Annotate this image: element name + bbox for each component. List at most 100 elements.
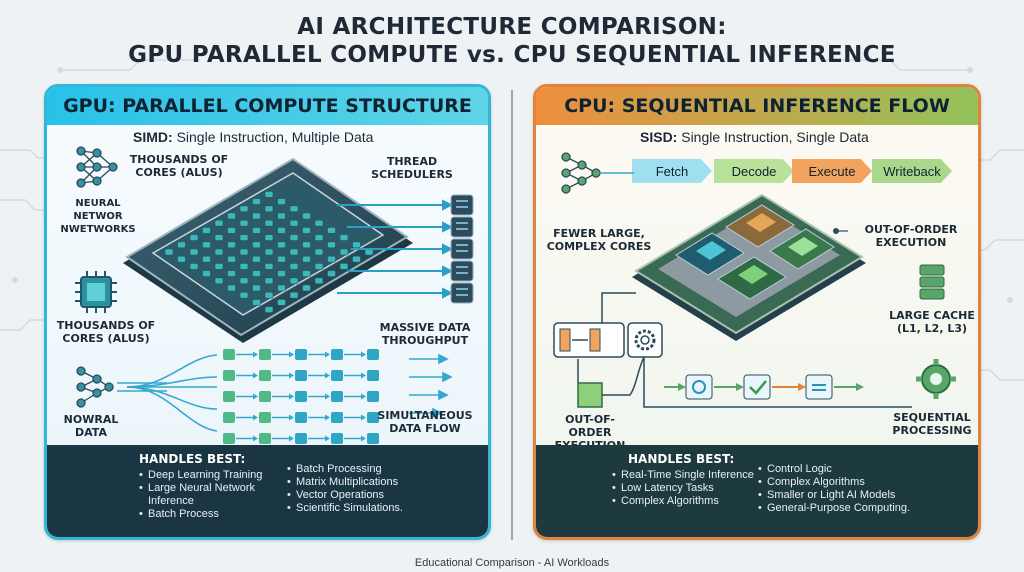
- gear-icon: [627, 322, 663, 358]
- gpu-core-cell: [289, 291, 299, 299]
- gpu-core-cell: [202, 241, 211, 249]
- gpu-core-cell: [302, 212, 311, 220]
- gpu-core-cell: [264, 277, 274, 285]
- gpu-core-cell: [277, 255, 286, 263]
- check-icon: [743, 374, 771, 400]
- data-block: [259, 391, 271, 402]
- data-block: [367, 349, 379, 360]
- gpu-core-cell: [214, 219, 224, 227]
- gpu-core-cell: [289, 219, 299, 227]
- gpu-core-cell: [264, 263, 274, 270]
- register-block: [553, 322, 625, 358]
- data-flow-arrowhead: [325, 393, 330, 400]
- gpu-core-cell: [189, 248, 199, 256]
- gpu-label-data: NOWRAL DATA: [63, 413, 119, 439]
- handles-best-item: Matrix Multiplications: [287, 476, 427, 489]
- data-flow-arrowhead: [253, 393, 258, 400]
- gpu-best-list-2: Batch ProcessingMatrix MultiplicationsVe…: [287, 463, 427, 515]
- data-block: [223, 433, 235, 444]
- gpu-label-throughput: MASSIVE DATA THROUGHPUT: [379, 321, 471, 347]
- gpu-core-cell: [227, 241, 236, 249]
- data-block: [223, 370, 235, 381]
- data-block: [367, 433, 379, 444]
- gpu-core-cell: [202, 270, 211, 277]
- pipeline-stage: Writeback: [872, 159, 952, 183]
- cpu-chip: [632, 193, 866, 341]
- gpu-core-cell: [239, 263, 249, 270]
- sequential-gear-icon: [916, 359, 956, 399]
- cpu-core-2: [725, 204, 795, 248]
- gpu-core-cell: [252, 212, 261, 220]
- gpu-simd-subtitle: SIMD: Single Instruction, Multiple Data: [133, 129, 374, 145]
- data-block-grid: [223, 349, 379, 444]
- gpu-core-cell: [302, 255, 311, 263]
- handles-best-item: Batch Processing: [287, 463, 427, 476]
- data-block: [367, 412, 379, 423]
- data-flow-arrowhead: [325, 414, 330, 421]
- gpu-label-simultaneous: SIMULTANEOUS DATA FLOW: [377, 409, 473, 435]
- gpu-core-cell: [314, 234, 324, 241]
- data-block: [259, 370, 271, 381]
- cpu-diagram: [550, 152, 972, 521]
- gpu-core-cell: [252, 299, 261, 306]
- data-flow-arrowhead: [253, 435, 258, 442]
- gpu-core-cell: [264, 248, 274, 256]
- thread-scheduler-icons: [450, 194, 474, 304]
- data-flow-arrowhead: [361, 414, 366, 421]
- gpu-core-cell: [302, 241, 311, 249]
- data-flow-arrowhead: [325, 372, 330, 379]
- gpu-core-cell: [352, 241, 361, 249]
- pipeline-stage: Decode: [714, 159, 794, 183]
- pipeline-stage: Fetch: [632, 159, 712, 183]
- gpu-core-cell: [264, 291, 274, 299]
- gpu-core-cell: [252, 270, 261, 277]
- handles-best-item: Control Logic: [758, 463, 918, 476]
- gpu-core-cell: [289, 248, 299, 256]
- gpu-core-cell: [252, 241, 261, 249]
- scheduler-arrows: [337, 199, 454, 299]
- sequence-steps: [664, 374, 864, 400]
- gpu-core-cell: [227, 227, 236, 234]
- gpu-core-cell: [314, 219, 324, 227]
- cpu-best-list-1: Real-Time Single InferenceLow Latency Ta…: [612, 469, 754, 508]
- data-fan-lines: [117, 354, 218, 432]
- cpu-best-list-2: Control LogicComplex AlgorithmsSmaller o…: [758, 463, 918, 515]
- cache-stack-icon: [919, 264, 945, 300]
- gpu-core-cell: [227, 284, 236, 292]
- cpu-handles-best-title: HANDLES BEST:: [628, 452, 735, 466]
- data-flow-arrowhead: [289, 393, 294, 400]
- gpu-core-cell: [352, 255, 361, 263]
- data-flow-arrowhead: [325, 351, 330, 358]
- gpu-core-cell: [189, 234, 199, 241]
- gpu-core-cell: [252, 255, 261, 263]
- gpu-core-cell: [264, 306, 274, 313]
- gpu-best-list-1: Deep Learning TrainingLarge Neural Netwo…: [139, 469, 279, 521]
- simultaneous-flow-arrows: [409, 353, 453, 419]
- cpu-panel: CPU: SEQUENTIAL INFERENCE FLOW SISD: Sin…: [533, 84, 981, 540]
- gpu-core-cell: [214, 277, 224, 285]
- gpu-label-cores-bottom: THOUSANDS OF CORES (ALUs): [56, 319, 156, 345]
- cpu-label-fewer-cores: FEWER LARGE, COMPLEX CORES: [546, 227, 652, 253]
- gpu-core-cell: [214, 248, 224, 256]
- data-block: [295, 370, 307, 381]
- pipeline-stage: Execute: [792, 159, 872, 183]
- gpu-label-neural: NEURAL NETWOR NWETWORKS: [60, 198, 136, 235]
- gpu-core-cell: [327, 255, 336, 263]
- control-flow-lines: [577, 292, 912, 408]
- cpu-panel-heading: CPU: SEQUENTIAL INFERENCE FLOW: [536, 87, 978, 125]
- handles-best-item: Smaller or Light AI Models: [758, 489, 918, 502]
- gpu-core-cell: [339, 263, 349, 270]
- data-flow-arrowhead: [361, 435, 366, 442]
- cpu-label-ooo-top: OUT-OF-ORDER EXECUTION: [864, 223, 958, 249]
- data-flow-arrowhead: [289, 414, 294, 421]
- gpu-core-cell: [239, 205, 249, 213]
- data-block: [331, 391, 343, 402]
- data-block: [367, 391, 379, 402]
- data-flow-arrowhead: [289, 351, 294, 358]
- gpu-diagram: [66, 146, 477, 522]
- data-block: [259, 412, 271, 423]
- cpu-label-cache: LARGE CACHE (L1, L2, L3): [889, 309, 975, 335]
- handles-best-item: Vector Operations: [287, 489, 427, 502]
- gpu-core-cell: [252, 284, 261, 292]
